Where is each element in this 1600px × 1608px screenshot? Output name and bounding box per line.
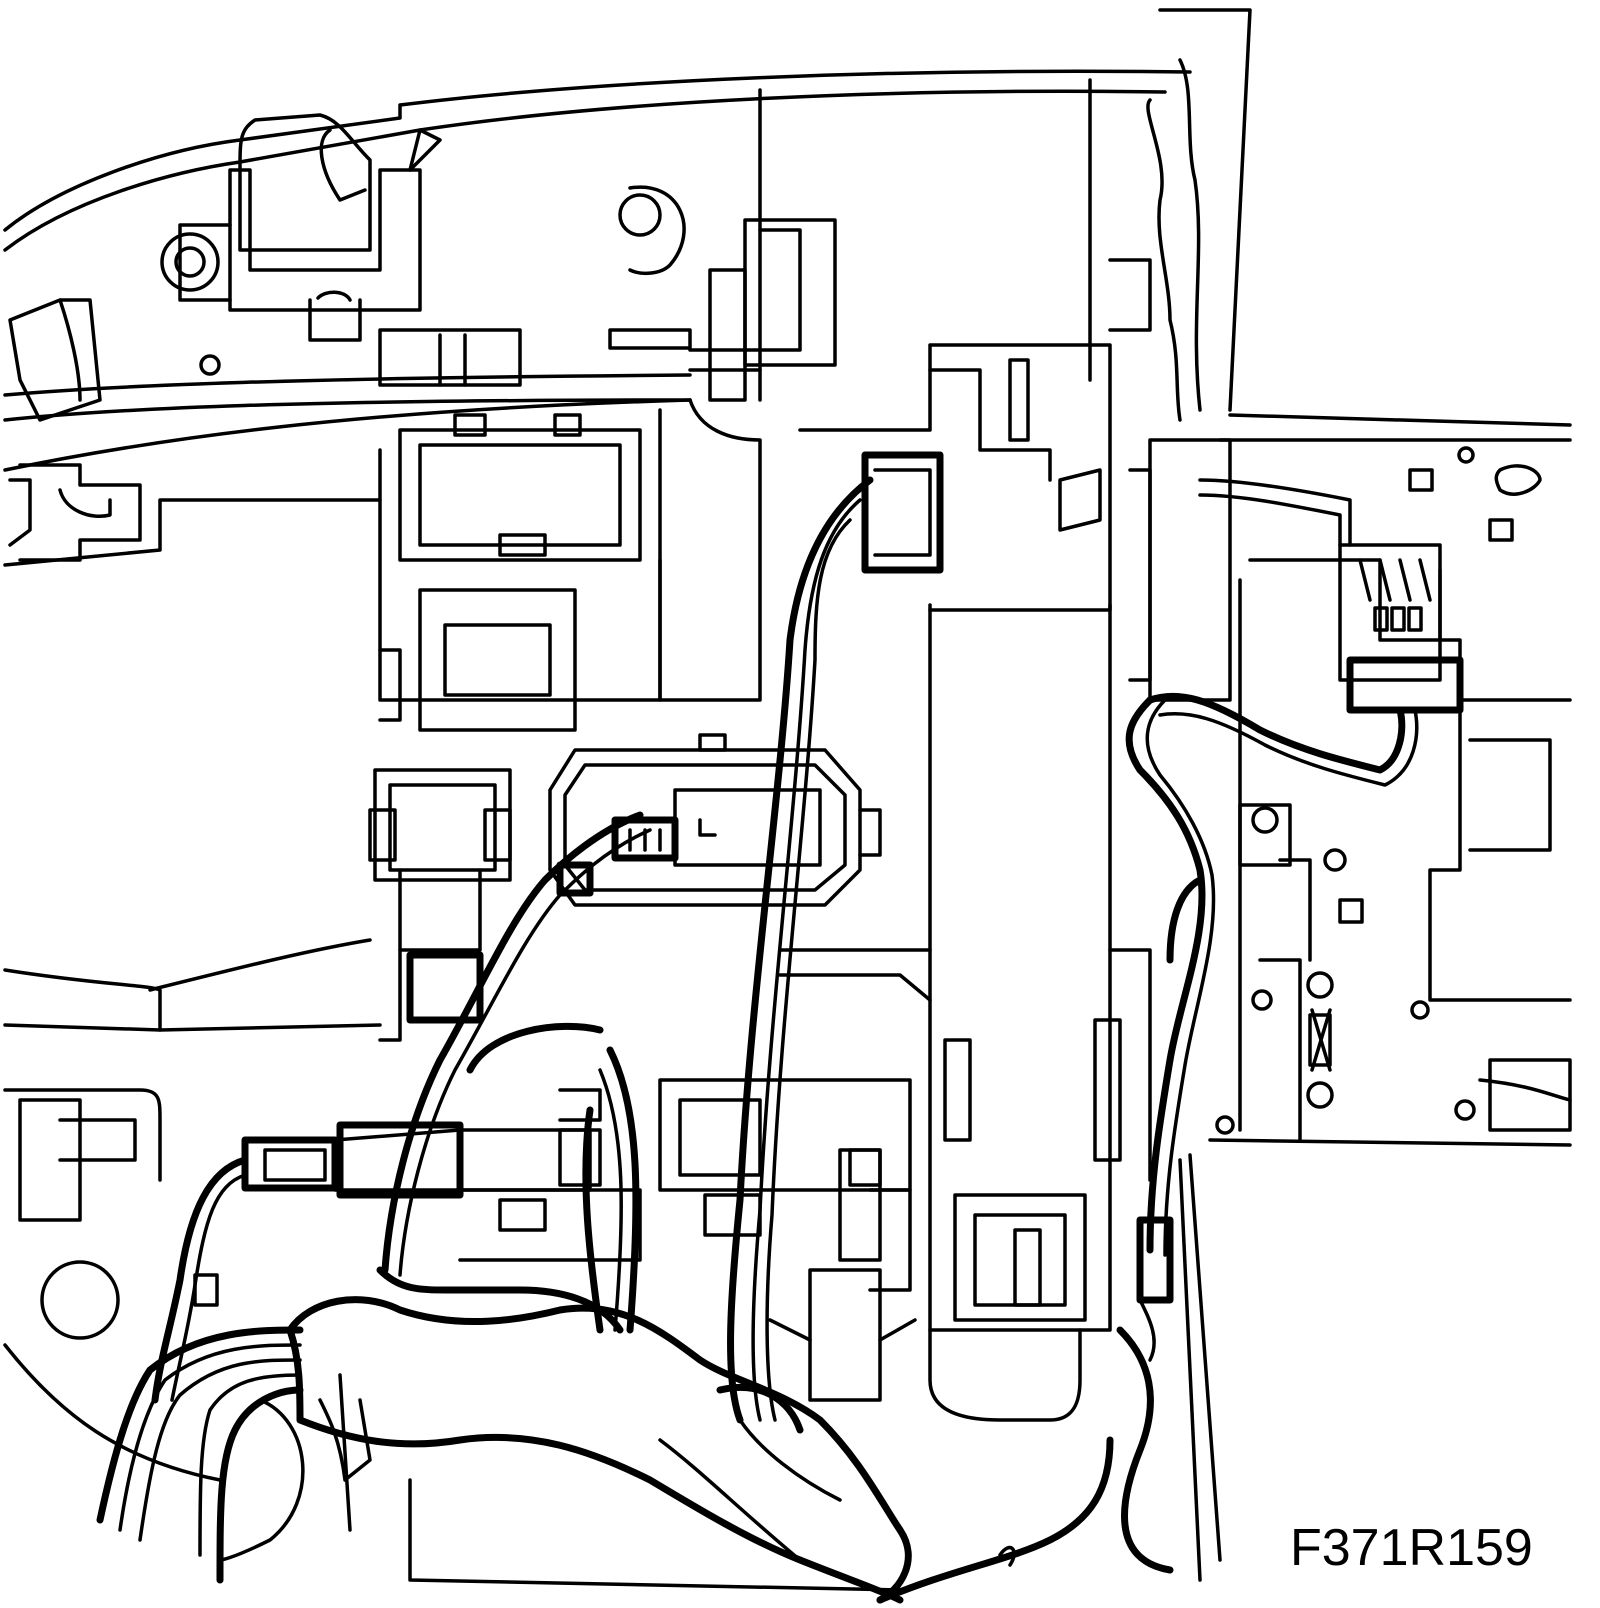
figure-code-label: F371R159 bbox=[1290, 1519, 1533, 1577]
central-module bbox=[798, 343, 1152, 1422]
module-side-bracket bbox=[1108, 58, 1232, 702]
bottom-ridge bbox=[338, 1373, 902, 1592]
left-clip-middle bbox=[3, 463, 382, 567]
connector-lower-left bbox=[241, 1088, 642, 1262]
relay-block-lower-left bbox=[368, 768, 512, 1042]
wire-harness-left bbox=[381, 811, 679, 1277]
clip-bracket-upper bbox=[160, 113, 422, 342]
central-column-frame bbox=[658, 78, 1092, 702]
tape-wrapped-bundle bbox=[218, 1266, 1174, 1604]
octagonal-connector bbox=[548, 733, 882, 907]
upper-trim-panel bbox=[3, 69, 1192, 472]
wire-harness-lower bbox=[96, 1046, 640, 1584]
lower-left-panel bbox=[3, 938, 382, 1482]
relay-block-left bbox=[378, 413, 662, 732]
module-connector-top bbox=[861, 451, 944, 574]
lower-center-components bbox=[658, 948, 932, 1402]
wire-harness-main bbox=[727, 476, 874, 1424]
right-panel bbox=[1158, 8, 1572, 1582]
right-connector bbox=[1338, 543, 1464, 714]
wire-harness-right bbox=[1125, 478, 1419, 1362]
center-top-features bbox=[199, 128, 692, 387]
left-tab-upper bbox=[8, 298, 102, 422]
